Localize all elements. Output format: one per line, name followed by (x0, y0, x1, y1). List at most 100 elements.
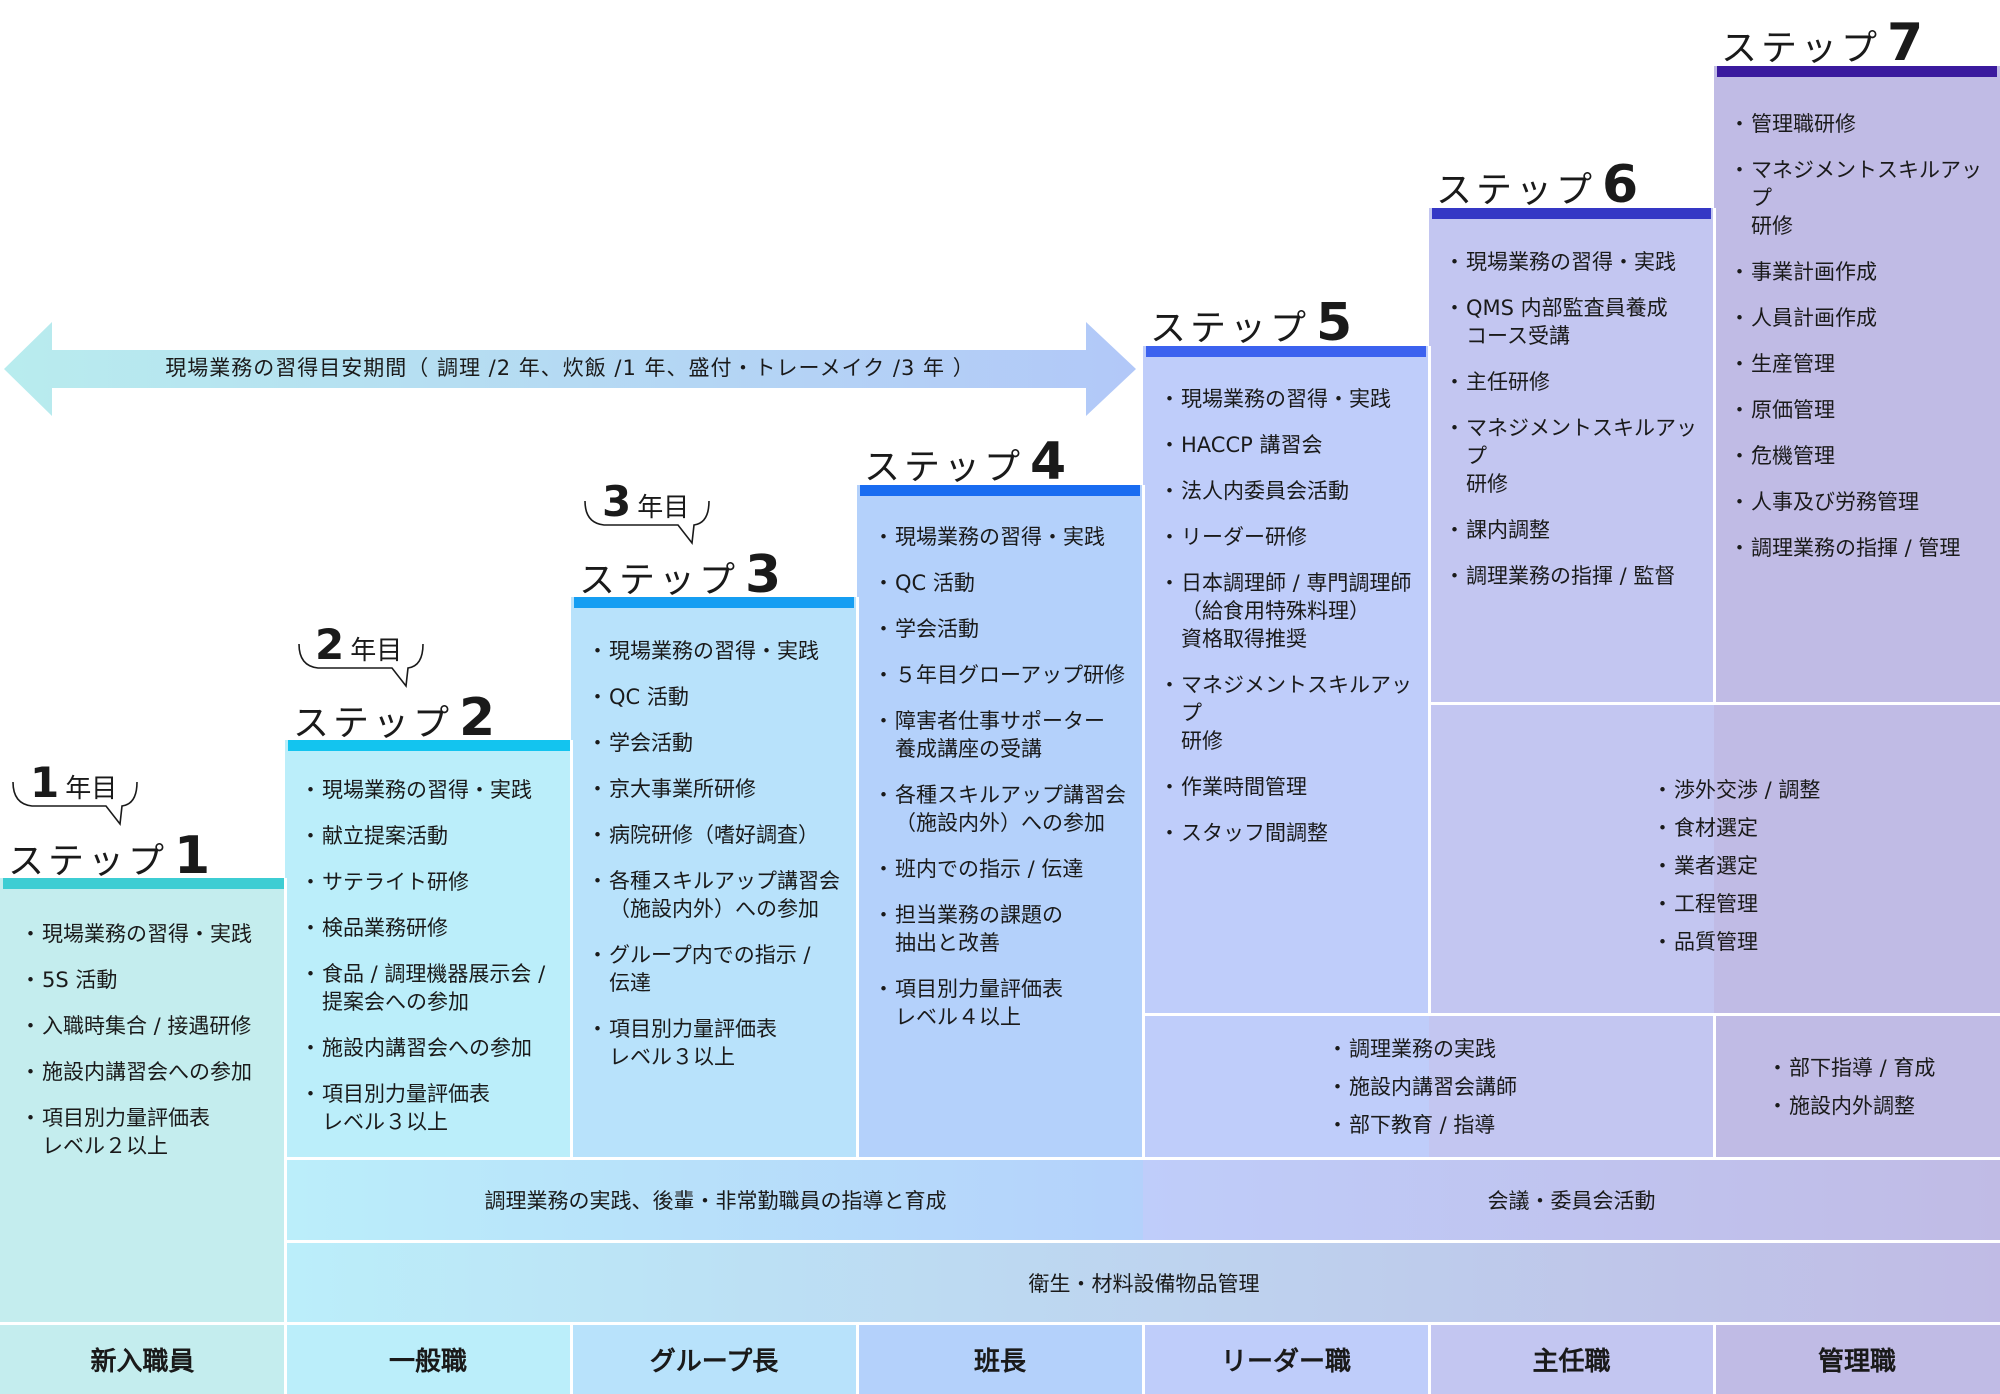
column-7-top-bar (1717, 66, 1997, 77)
divider (1428, 346, 1431, 1014)
list-item: 現場業務の習得・実践 (20, 920, 280, 948)
band-practice: 調理業務の実践、後輩・非常勤職員の指導と育成 (288, 1160, 1143, 1240)
list-item: 原価管理 (1729, 396, 1997, 424)
step-label: ステップ (1436, 170, 1597, 211)
study-period-arrow (4, 322, 1136, 416)
divider (285, 1157, 2000, 1160)
list-item: 学会活動 (873, 615, 1138, 643)
column-6-top-bar (1432, 208, 1711, 219)
list-item: 病院研修（嗜好調査） (587, 821, 852, 849)
step-label: ステップ (1150, 308, 1311, 349)
list-item: QC 活動 (587, 683, 852, 711)
list-item: 現場業務の習得・実践 (1444, 248, 1712, 276)
divider (1428, 1323, 1431, 1394)
list-item: 生産管理 (1729, 350, 1997, 378)
list-item: 現場業務の習得・実践 (1159, 385, 1427, 413)
divider (1142, 485, 1145, 1158)
list-item: 施設内講習会講師 (1327, 1073, 1547, 1101)
list-item: マネジメントスキルアップ 研修 (1159, 671, 1427, 755)
list-item: 班内での指示 / 伝達 (873, 855, 1138, 883)
list-item: 項目別力量評価表 レベル３以上 (300, 1080, 565, 1136)
list-item: 部下教育 / 指導 (1327, 1111, 1547, 1139)
year-label: 年目 (637, 493, 690, 523)
shared-col7-items: 部下指導 / 育成 施設内外調整 (1767, 1054, 1967, 1130)
study-period-label: 現場業務の習得目安期間（ 調理 /2 年、炊飯 /1 年、盛付・トレーメイク /… (165, 356, 975, 380)
column-1-top-bar (3, 878, 285, 889)
list-item: 現場業務の習得・実践 (300, 776, 565, 804)
list-item: 主任研修 (1444, 368, 1712, 396)
column-3-top-bar (574, 597, 854, 608)
list-item: QC 活動 (873, 569, 1138, 597)
list-item: スタッフ間調整 (1159, 819, 1427, 847)
divider (285, 1240, 2000, 1243)
list-item: 献立提案活動 (300, 822, 565, 850)
list-item: マネジメントスキルアップ 研修 (1444, 414, 1712, 498)
list-item: グループ内での指示 / 伝達 (587, 941, 852, 997)
role-label-1: 新入職員 (90, 1347, 195, 1377)
role-label-7: 管理職 (1817, 1347, 1896, 1377)
list-item: 人員計画作成 (1729, 304, 1997, 332)
role-label-2: 一般職 (388, 1347, 467, 1377)
list-item: HACCP 講習会 (1159, 431, 1427, 459)
divider (1713, 208, 1716, 702)
list-item: 調理業務の実践 (1327, 1035, 1547, 1063)
step-7-items: 管理職研修 マネジメントスキルアップ 研修 事業計画作成 人員計画作成 生産管理… (1729, 110, 1997, 580)
divider (856, 597, 859, 1158)
divider (1142, 1323, 1145, 1394)
list-item: QMS 内部監査員養成 コース受講 (1444, 294, 1712, 350)
list-item: 人事及び労務管理 (1729, 488, 1997, 516)
divider (0, 1322, 2000, 1325)
year-label: 年目 (350, 636, 403, 666)
shared-col67-items: 渉外交渉 / 調整 食材選定 業者選定 工程管理 品質管理 (1652, 776, 1852, 966)
list-item: 工程管理 (1652, 890, 1852, 918)
step-label: ステップ (864, 447, 1025, 488)
list-item: 調理業務の指揮 / 監督 (1444, 562, 1712, 590)
divider (1713, 1323, 1716, 1394)
list-item: 担当業務の課題の 抽出と改善 (873, 901, 1138, 957)
list-item: 各種スキルアップ講習会 （施設内外）への参加 (587, 867, 852, 923)
list-item: 検品業務研修 (300, 914, 565, 942)
step-number: 7 (1887, 13, 1924, 73)
list-item: 調理業務の指揮 / 管理 (1729, 534, 1997, 562)
step-label: ステップ (579, 560, 740, 601)
band-hygiene: 衛生・材料設備物品管理 (288, 1243, 2000, 1323)
step-2-items: 現場業務の習得・実践 献立提案活動 サテライト研修 検品業務研修 食品 / 調理… (300, 776, 565, 1154)
step-number: 3 (745, 545, 782, 605)
divider (1143, 1013, 2000, 1016)
list-item: 現場業務の習得・実践 (587, 637, 852, 665)
shared-col56-items: 調理業務の実践 施設内講習会講師 部下教育 / 指導 (1327, 1035, 1547, 1149)
list-item: サテライト研修 (300, 868, 565, 896)
role-label-4: 班長 (973, 1347, 1026, 1377)
list-item: ５年目グローアップ研修 (873, 661, 1138, 689)
list-item: 項目別力量評価表 レベル３以上 (587, 1015, 852, 1071)
list-item: 渉外交渉 / 調整 (1652, 776, 1852, 804)
year-1-brace (12, 781, 138, 827)
role-label-6: 主任職 (1532, 1347, 1611, 1377)
divider (1429, 702, 2000, 705)
list-item: 部下指導 / 育成 (1767, 1054, 1967, 1082)
list-item: 日本調理師 / 専門調理師 （給食用特殊料理） 資格取得推奨 (1159, 569, 1427, 653)
step-number: 2 (459, 688, 496, 748)
year-number: 1 (30, 758, 60, 807)
column-5-top-bar (1146, 346, 1426, 357)
list-item: 事業計画作成 (1729, 258, 1997, 286)
list-item: 業者選定 (1652, 852, 1852, 880)
band-meeting: 会議・委員会活動 (1143, 1160, 2000, 1240)
list-item: 法人内委員会活動 (1159, 477, 1427, 505)
step-1-items: 現場業務の習得・実践 5S 活動 入職時集合 / 接遇研修 施設内講習会への参加… (20, 920, 280, 1178)
list-item: 施設内講習会への参加 (20, 1058, 280, 1086)
list-item: 施設内外調整 (1767, 1092, 1967, 1120)
step-5-items: 現場業務の習得・実践 HACCP 講習会 法人内委員会活動 リーダー研修 日本調… (1159, 385, 1427, 865)
year-label: 年目 (65, 774, 118, 804)
list-item: 5S 活動 (20, 966, 280, 994)
divider (1713, 1014, 1716, 1158)
list-item: マネジメントスキルアップ 研修 (1729, 156, 1997, 240)
